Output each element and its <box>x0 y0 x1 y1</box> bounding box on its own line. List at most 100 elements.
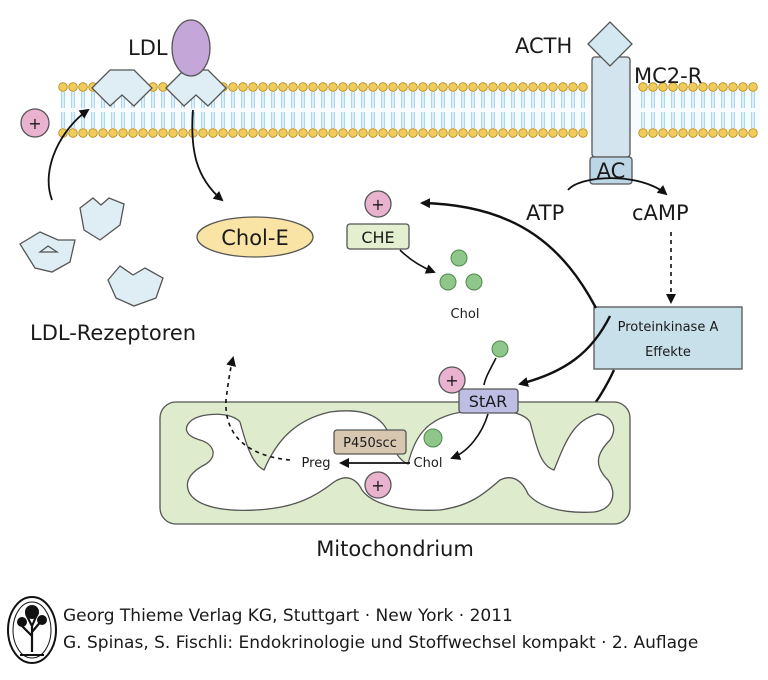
cholesterol-dot-mito <box>423 428 443 448</box>
arrow-receptor-recycling <box>47 108 90 201</box>
lipid-head <box>538 128 548 138</box>
lipid-head <box>498 128 508 138</box>
lipid-head <box>368 82 378 92</box>
chol-e-label: Chol-E <box>221 226 289 250</box>
credit-line-2: G. Spinas, S. Fischli: Endokrinologie un… <box>63 633 698 653</box>
ldl-receptor-membrane-left <box>91 69 153 107</box>
lipid-head <box>108 128 118 138</box>
lipid-head <box>658 128 668 138</box>
ldl-particle <box>171 19 211 77</box>
lipid-head <box>168 128 178 138</box>
lipid-head <box>288 128 298 138</box>
lipid-head <box>458 128 468 138</box>
lipid-head <box>738 82 748 92</box>
ldl-label: LDL <box>128 36 168 60</box>
lipid-head <box>728 82 738 92</box>
cholesterol-dot-star <box>491 340 509 358</box>
preg-label: Preg <box>302 456 331 471</box>
acth-hormone <box>587 21 633 67</box>
lipid-head <box>58 82 68 92</box>
lipid-head <box>368 128 378 138</box>
lipid-head <box>438 128 448 138</box>
lipid-head <box>568 82 578 92</box>
lipid-head <box>98 128 108 138</box>
chol-e-ellipse <box>196 216 314 258</box>
cell-membrane <box>58 82 760 138</box>
lipid-head <box>518 128 528 138</box>
lipid-head <box>448 128 458 138</box>
lipid-head <box>708 128 718 138</box>
lipid-head <box>78 128 88 138</box>
lipid-head <box>708 82 718 92</box>
pka-label-line2: Effekte <box>645 345 691 360</box>
lipid-head <box>728 128 738 138</box>
lipid-head <box>578 82 588 92</box>
lipid-head <box>158 82 168 92</box>
lipid-head <box>558 82 568 92</box>
lipid-head <box>138 128 148 138</box>
svg-text:+: + <box>371 476 384 495</box>
star-box <box>458 388 519 414</box>
lipid-head <box>718 82 728 92</box>
lipid-head <box>648 82 658 92</box>
che-label: CHE <box>361 228 394 247</box>
lipid-head <box>378 128 388 138</box>
lipid-head <box>398 128 408 138</box>
plus-star: + <box>438 366 466 394</box>
acth-label: ACTH <box>515 34 572 58</box>
lipid-head <box>268 128 278 138</box>
lipid-head <box>68 128 78 138</box>
p450scc-label: P450scc <box>343 436 397 451</box>
ldl-receptor-free-2 <box>79 197 125 241</box>
lipid-head <box>688 82 698 92</box>
lipid-head <box>158 128 168 138</box>
lipid-head <box>328 82 338 92</box>
lipid-head <box>568 128 578 138</box>
lipid-head <box>668 128 678 138</box>
ldl-receptor-free-3 <box>107 265 164 307</box>
svg-text:+: + <box>445 371 458 390</box>
lipid-head <box>318 128 328 138</box>
lipid-head <box>558 128 568 138</box>
lipid-head <box>118 128 128 138</box>
lipid-head <box>378 82 388 92</box>
lipid-head <box>538 82 548 92</box>
lipid-head <box>68 82 78 92</box>
lipid-head <box>498 82 508 92</box>
lipid-head <box>668 82 678 92</box>
lipid-head <box>408 128 418 138</box>
svg-text:+: + <box>371 195 384 214</box>
ldl-receptor-free-1 <box>19 231 76 273</box>
lipid-head <box>308 128 318 138</box>
plus-che: + <box>364 190 392 218</box>
mitochondrium-label: Mitochondrium <box>316 537 474 561</box>
lipid-head <box>418 82 428 92</box>
star-label: StAR <box>469 392 508 411</box>
credit-line-1: Georg Thieme Verlag KG, Stuttgart · New … <box>63 606 513 626</box>
lipid-head <box>358 82 368 92</box>
lipid-head <box>688 128 698 138</box>
lipid-head <box>638 128 648 138</box>
lipid-head <box>518 82 528 92</box>
plus-receptor: + <box>20 108 50 138</box>
lipid-head <box>658 82 668 92</box>
lipid-head <box>268 82 278 92</box>
lipid-head <box>528 82 538 92</box>
lipid-head <box>638 82 648 92</box>
lipid-head <box>128 128 138 138</box>
publisher-logo <box>7 596 57 664</box>
lipid-head <box>328 128 338 138</box>
lipid-head <box>258 128 268 138</box>
lipid-head <box>438 82 448 92</box>
lipid-head <box>738 128 748 138</box>
lipid-head <box>248 82 258 92</box>
pka-box <box>593 306 743 370</box>
lipid-head <box>468 128 478 138</box>
arrow-che-chol <box>399 249 436 274</box>
lipid-head <box>408 82 418 92</box>
lipid-head <box>488 82 498 92</box>
chol-cytosol-label: Chol <box>451 307 480 322</box>
lipid-head <box>238 128 248 138</box>
lipid-head <box>388 128 398 138</box>
